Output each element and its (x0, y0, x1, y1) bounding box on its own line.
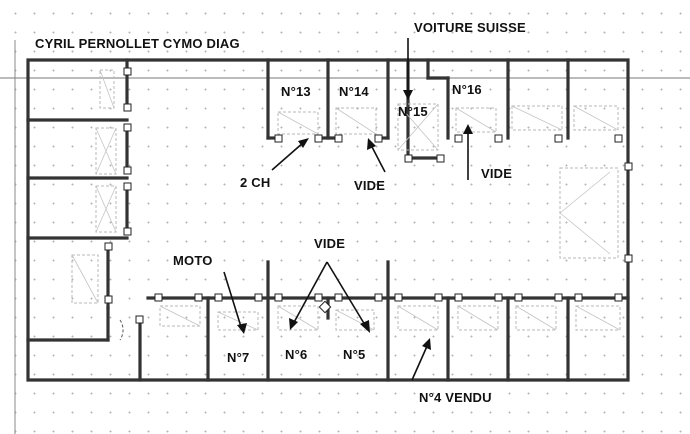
label-box-13: N°13 (281, 84, 311, 99)
interior-walls (26, 58, 630, 382)
annotation-arrows (223, 38, 473, 381)
label-2ch: 2 CH (240, 175, 271, 190)
label-box-14: N°14 (339, 84, 369, 99)
label-box-16: N°16 (452, 82, 482, 97)
plan-title: CYRIL PERNOLLET CYMO DIAG (35, 36, 240, 51)
car-outline-crosslines (71, 69, 621, 331)
label-box-6: N°6 (285, 347, 308, 362)
label-box-4-vendu: N°4 VENDU (419, 390, 492, 405)
parked-car-outlines (71, 69, 621, 331)
door-swing-arc (119, 319, 124, 341)
grip-handles (104, 67, 633, 324)
label-box-5: N°5 (343, 347, 366, 362)
label-vide-top: VIDE (354, 178, 386, 193)
label-box-15: N°15 (398, 104, 428, 119)
label-voiture-suisse: VOITURE SUISSE (414, 20, 526, 35)
label-box-7: N°7 (227, 350, 250, 365)
label-vide-bottom: VIDE (314, 236, 346, 251)
label-moto: MOTO (173, 253, 213, 268)
label-vide-right: VIDE (481, 166, 513, 181)
